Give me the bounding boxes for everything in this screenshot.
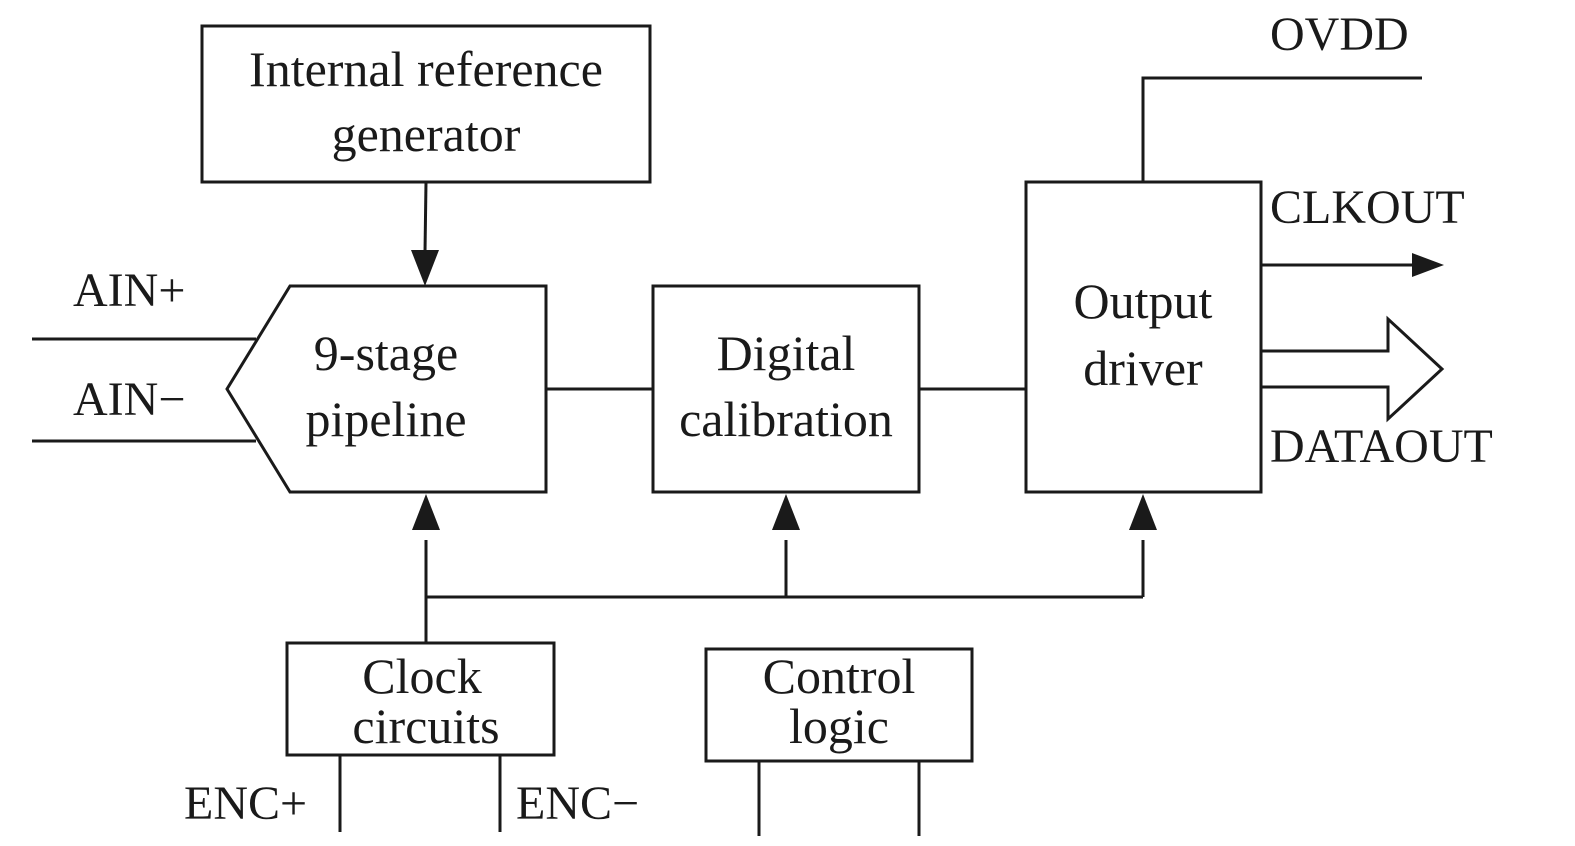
ain-minus-label: AIN− <box>73 373 185 426</box>
digital-calibration-block <box>651 284 921 494</box>
arrow-up-icon <box>412 494 440 530</box>
dataout-label: DATAOUT <box>1270 420 1493 473</box>
reference-to-pipeline-wire <box>423 181 428 253</box>
calibration-label-line1: Digital <box>717 325 856 381</box>
wires <box>32 76 1422 836</box>
arrow-down-icon <box>411 250 439 286</box>
arrow-up-icon <box>1129 494 1157 530</box>
pipeline-block <box>225 284 548 494</box>
pipeline-label-line2: pipeline <box>305 391 466 447</box>
ovdd-label: OVDD <box>1270 8 1409 61</box>
internal-reference-block <box>200 24 652 184</box>
ovdd-wire <box>1141 76 1422 182</box>
calibration-label-line2: calibration <box>679 391 893 447</box>
clock-circuits-label-line1: Clock <box>362 648 481 704</box>
control-logic-label-line1: Control <box>763 648 916 704</box>
arrow-right-icon <box>1412 253 1444 277</box>
internal-reference-label-line1: Internal reference <box>249 41 603 97</box>
arrow-heads <box>411 250 1444 530</box>
clkout-label: CLKOUT <box>1270 181 1465 234</box>
output-driver-block <box>1024 180 1263 494</box>
clock-circuits-block <box>285 641 556 757</box>
arrow-up-icon <box>772 494 800 530</box>
output-driver-label-line1: Output <box>1074 273 1213 329</box>
control-logic-block <box>704 647 974 763</box>
internal-reference-label-line2: generator <box>332 106 521 162</box>
ain-plus-label: AIN+ <box>73 264 185 317</box>
dataout-bus-arrow-icon <box>1259 315 1445 423</box>
enc-minus-label: ENC− <box>516 777 639 830</box>
control-logic-label-line2: logic <box>789 698 889 754</box>
output-driver-label-line2: driver <box>1083 340 1203 396</box>
enc-plus-label: ENC+ <box>184 777 307 830</box>
pipeline-label-line1: 9-stage <box>314 325 458 381</box>
clock-circuits-label-line2: circuits <box>352 698 499 754</box>
